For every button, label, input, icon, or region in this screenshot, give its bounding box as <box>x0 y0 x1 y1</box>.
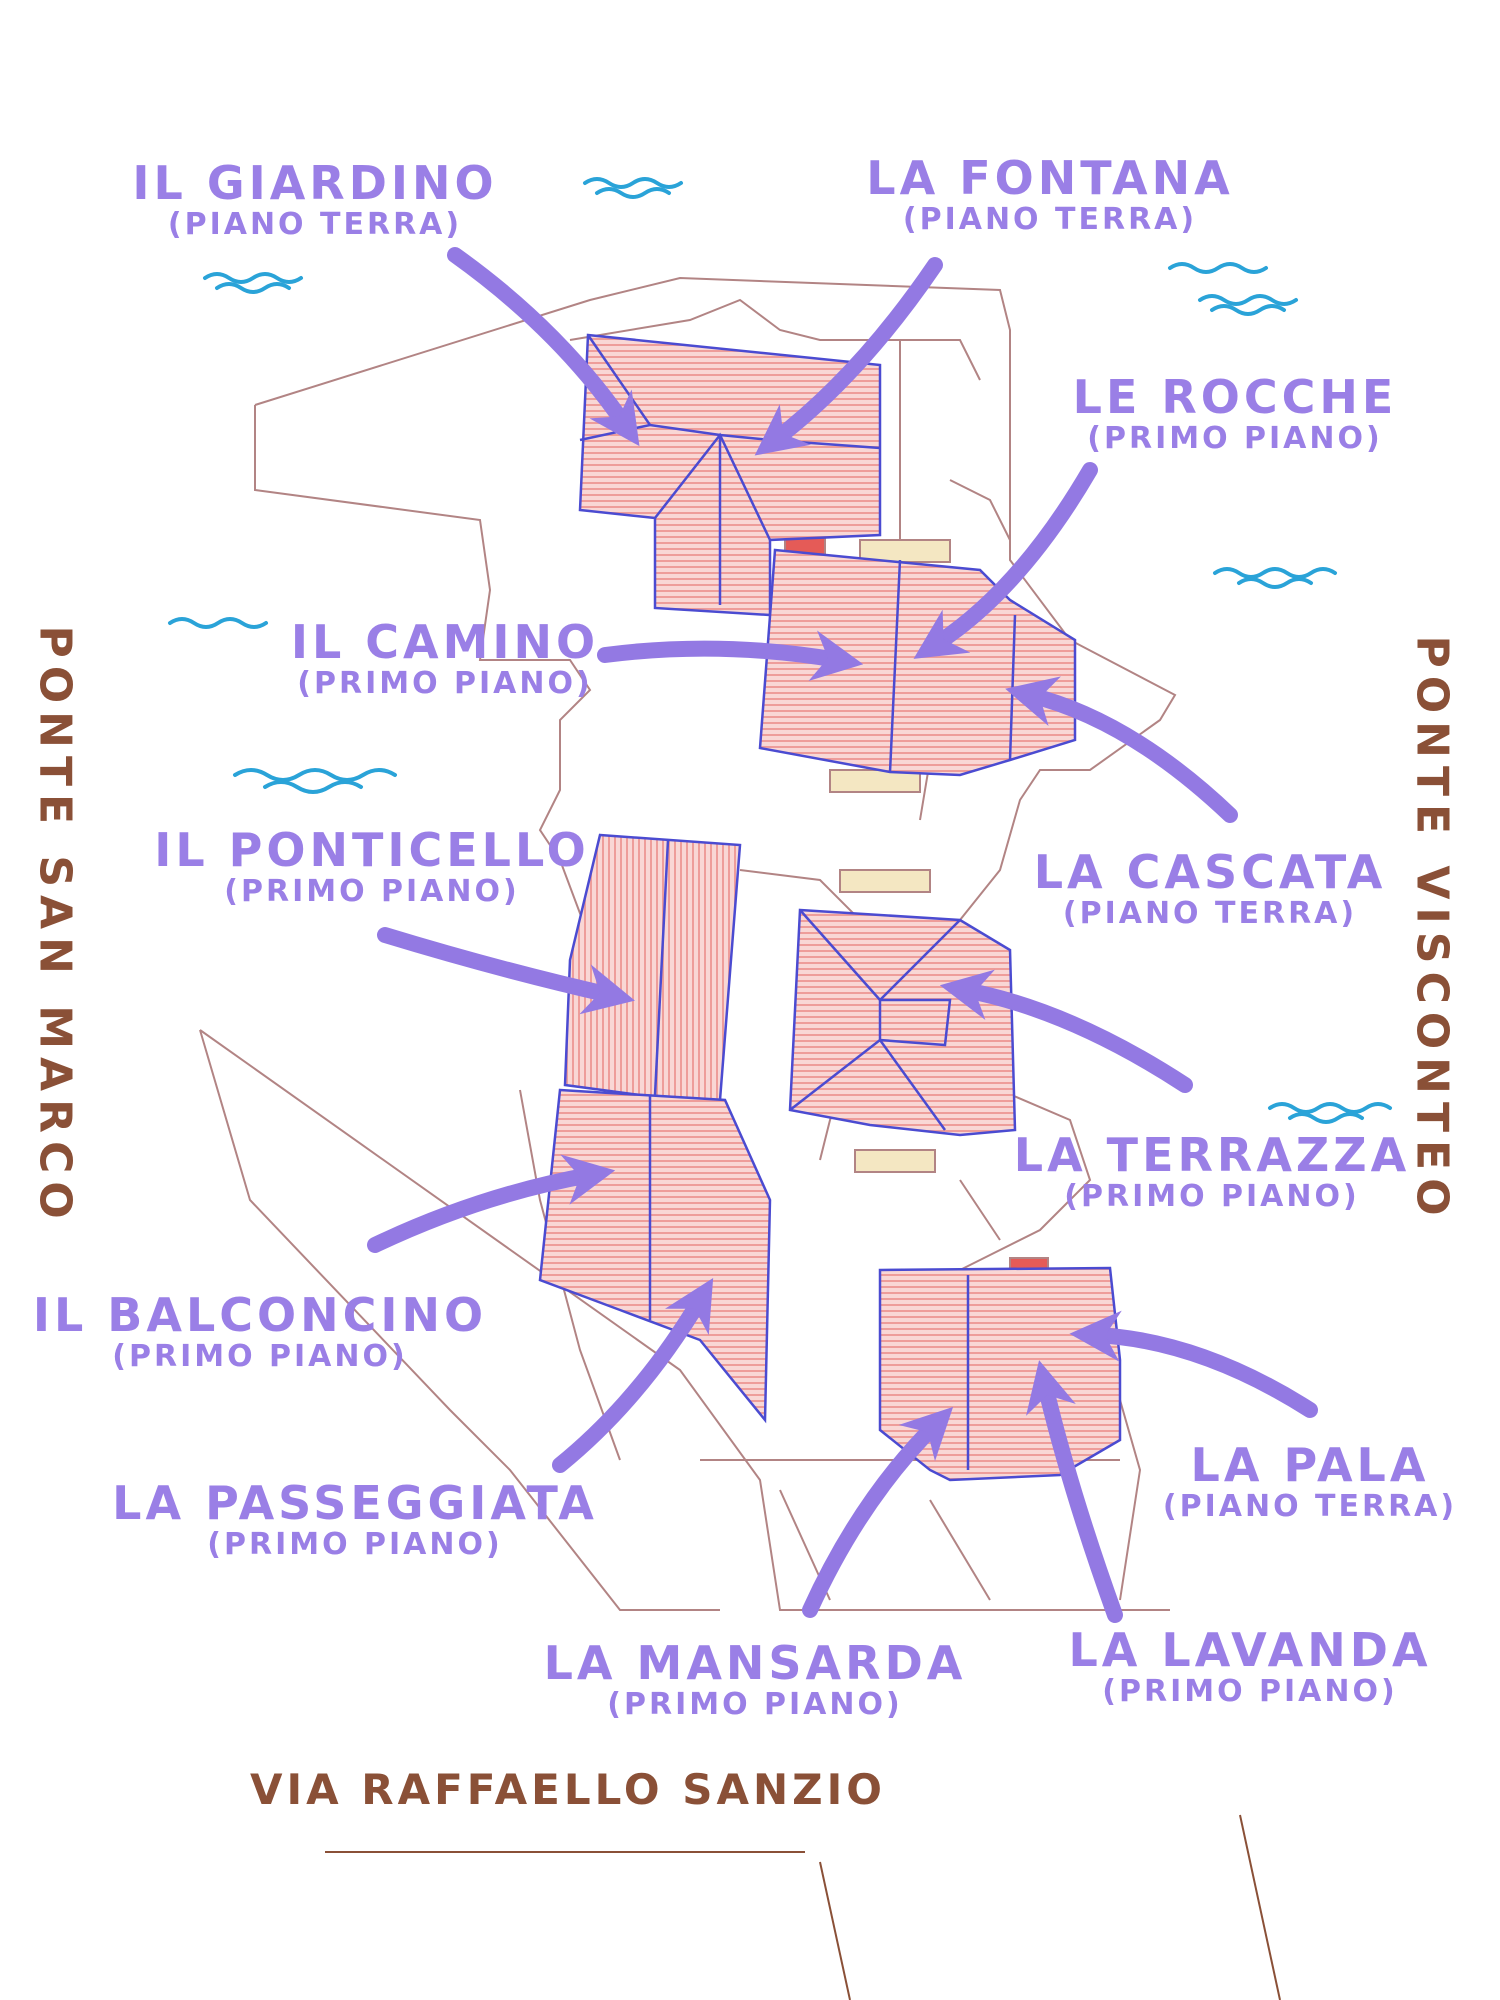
arrow-la-pala <box>1069 1310 1318 1418</box>
street-label-bottom: VIA RAFFAELLO SANZIO <box>250 1765 886 1814</box>
unit-name: LA FONTANA <box>866 151 1234 205</box>
unit-name: IL PONTICELLO <box>154 823 590 877</box>
arrow-la-cascata <box>1005 676 1238 823</box>
unit-name: IL GIARDINO <box>132 156 498 210</box>
unit-label-la-cascata: LA CASCATA (PIANO TERRA) <box>1034 847 1387 931</box>
unit-name: LA CASCATA <box>1033 845 1387 899</box>
unit-floor: (PIANO TERRA) <box>167 207 463 242</box>
street-label-left: PONTE SAN MARCO <box>29 625 81 1227</box>
unit-floor: (PRIMO PIANO) <box>607 1687 903 1722</box>
unit-label-la-pala: LA PALA (PIANO TERRA) <box>1163 1440 1457 1524</box>
unit-floor: (PRIMO PIANO) <box>1064 1179 1360 1214</box>
water-symbols <box>168 177 1392 1124</box>
unit-floor: (PRIMO PIANO) <box>224 874 520 909</box>
arrow-il-camino <box>597 630 864 681</box>
unit-label-la-passeggiata: LA PASSEGGIATA (PRIMO PIANO) <box>112 1478 598 1562</box>
unit-name: LA TERRAZZA <box>1013 1128 1411 1182</box>
unit-arrows <box>367 247 1318 1623</box>
arrow-la-fontana <box>754 257 943 456</box>
arrow-la-mansarda <box>802 1406 954 1618</box>
unit-label-la-mansarda: LA MANSARDA (PRIMO PIANO) <box>544 1638 967 1722</box>
unit-floor: (PRIMO PIANO) <box>207 1527 503 1562</box>
annex-structures <box>784 529 1049 1281</box>
unit-name: LA PASSEGGIATA <box>112 1476 598 1530</box>
unit-label-il-camino: IL CAMINO (PRIMO PIANO) <box>291 617 599 701</box>
unit-floor: (PRIMO PIANO) <box>1087 421 1383 456</box>
unit-label-il-ponticello: IL PONTICELLO (PRIMO PIANO) <box>154 825 590 909</box>
unit-label-la-terrazza: LA TERRAZZA (PRIMO PIANO) <box>1014 1130 1410 1214</box>
unit-name: IL BALCONCINO <box>32 1288 488 1342</box>
unit-label-le-rocche: LE ROCCHE (PRIMO PIANO) <box>1073 372 1398 456</box>
unit-floor: (PRIMO PIANO) <box>1102 1674 1398 1709</box>
arrow-il-giardino <box>447 247 640 447</box>
street-label-right: PONTE VISCONTEO <box>1406 635 1458 1224</box>
arrow-le-rocche <box>913 462 1098 659</box>
unit-name: LE ROCCHE <box>1072 370 1398 424</box>
unit-name: LA PALA <box>1190 1438 1430 1492</box>
unit-label-il-giardino: IL GIARDINO (PIANO TERRA) <box>132 158 497 242</box>
unit-label-il-balconcino: IL BALCONCINO (PRIMO PIANO) <box>33 1290 487 1374</box>
unit-floor: (PIANO TERRA) <box>1062 896 1358 931</box>
arrow-la-terrazza <box>939 969 1193 1093</box>
unit-label-la-fontana: LA FONTANA (PIANO TERRA) <box>866 153 1233 237</box>
unit-label-la-lavanda: LA LAVANDA (PRIMO PIANO) <box>1068 1625 1431 1709</box>
unit-name: IL CAMINO <box>290 615 600 669</box>
unit-floor: (PIANO TERRA) <box>902 202 1198 237</box>
unit-floor: (PRIMO PIANO) <box>297 666 593 701</box>
arrow-il-balconcino <box>367 1154 616 1253</box>
unit-floor: (PIANO TERRA) <box>1162 1489 1458 1524</box>
arrow-la-lavanda <box>1026 1360 1123 1623</box>
unit-name: LA LAVANDA <box>1068 1623 1432 1677</box>
arrow-la-passeggiata <box>552 1278 714 1473</box>
unit-name: LA MANSARDA <box>543 1636 967 1690</box>
street-lines <box>325 1814 1281 2000</box>
unit-floor: (PRIMO PIANO) <box>112 1339 408 1374</box>
arrow-il-ponticello <box>377 927 635 1015</box>
